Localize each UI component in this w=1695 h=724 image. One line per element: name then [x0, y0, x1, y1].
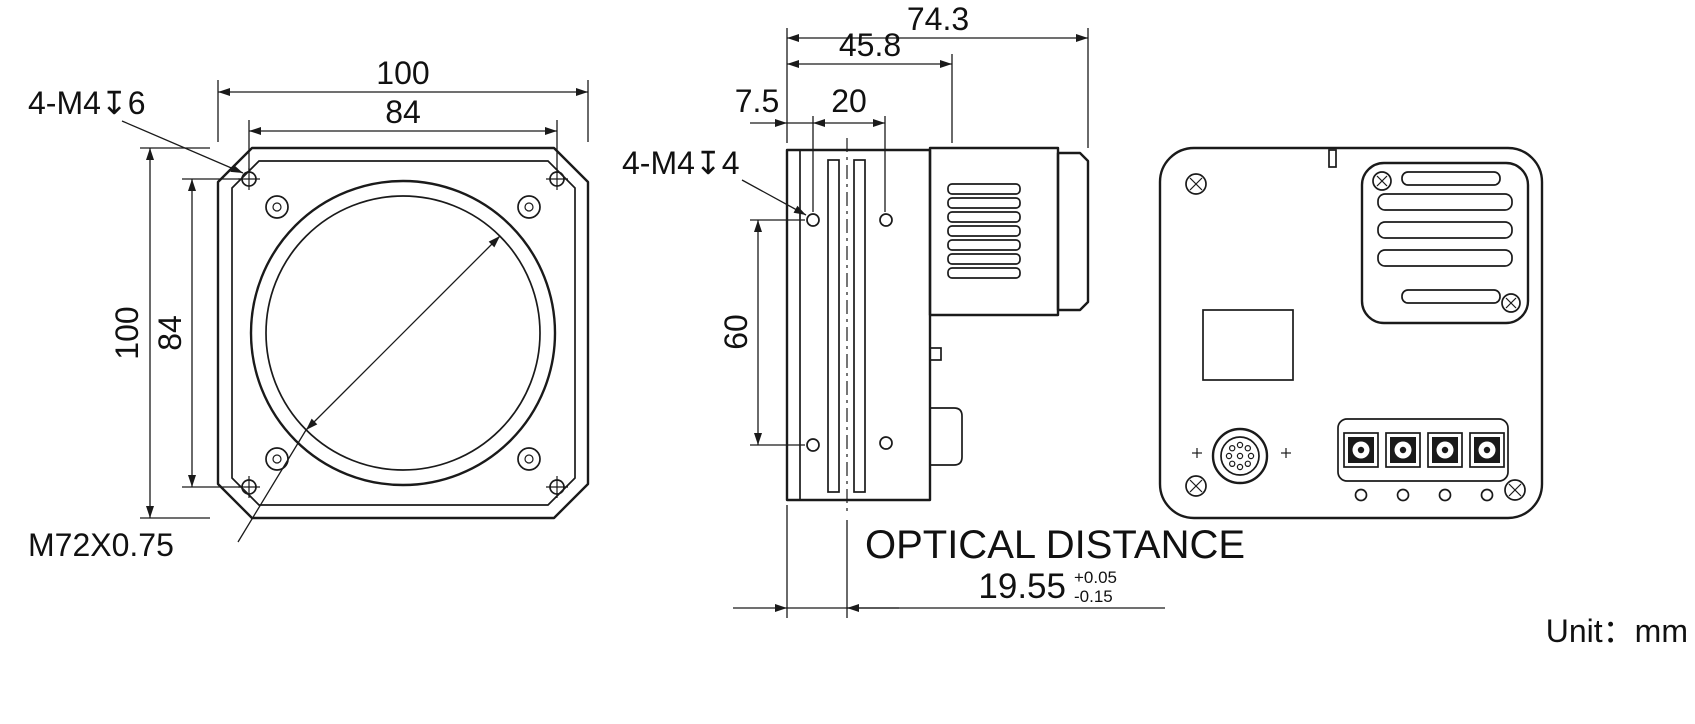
screw-head	[1501, 293, 1521, 313]
optical-distance-tol-lower: -0.15	[1074, 587, 1113, 606]
side-flange-strip	[853, 159, 866, 493]
dim-label-60: 60	[718, 314, 754, 350]
screw-head	[265, 447, 289, 471]
led-indicator	[1396, 488, 1410, 502]
dim-label-width-84: 84	[385, 94, 421, 130]
side-connector-bump	[930, 407, 963, 466]
vent-grille	[1360, 161, 1530, 325]
vent-slot	[1377, 221, 1513, 239]
screw-head	[1185, 173, 1207, 195]
side-thread-note: 4-M4↧4	[622, 145, 807, 216]
front-dim-height-84: 84	[152, 178, 240, 488]
side-dim-depth-total: 74.3	[786, 1, 1089, 148]
side-dim-front-offsets: 7.5 20	[735, 83, 886, 212]
dim-label-width-100: 100	[376, 55, 429, 91]
front-view: 100 84 100 84 4-M4↧6 M72X0.	[28, 55, 590, 563]
front-body-outline	[216, 146, 590, 520]
dim-label-7-5: 7.5	[735, 83, 779, 119]
lens-mount-note-label: M72X0.75	[28, 527, 174, 563]
mounting-hole	[879, 436, 893, 450]
side-rear-cap	[1056, 151, 1090, 312]
dim-label-74-3: 74.3	[907, 1, 969, 37]
rear-body-outline	[1158, 146, 1544, 520]
coax-connector	[1427, 432, 1463, 468]
coax-connector-block	[1337, 418, 1509, 502]
side-flange-strip	[827, 159, 840, 493]
screw-head	[265, 195, 289, 219]
side-mounting-holes	[806, 213, 893, 452]
dim-label-20: 20	[831, 83, 867, 119]
lens-diameter-leader	[237, 235, 501, 543]
vent-slot	[1401, 289, 1501, 304]
dim-label-height-100: 100	[109, 306, 145, 359]
side-dim-hole-spacing: 60	[718, 219, 805, 446]
center-mark	[1192, 448, 1291, 458]
connector-block-outline	[1337, 418, 1509, 482]
rear-view	[1158, 146, 1544, 520]
side-rear-block	[928, 146, 1060, 317]
screw-head	[1372, 171, 1392, 191]
led-indicator	[1438, 488, 1452, 502]
status-leds	[1354, 488, 1494, 502]
optical-distance-dim: OPTICAL DISTANCE 19.55 +0.05 -0.15	[733, 505, 1245, 618]
side-view: 74.3 45.8 7.5 20 60 4-M4↧4	[622, 1, 1245, 618]
vent-slot	[1377, 193, 1513, 211]
optical-distance-tol-upper: +0.05	[1074, 568, 1117, 587]
led-indicator	[1354, 488, 1368, 502]
vent-slot	[1401, 171, 1501, 186]
power-connector-outer-ring	[1211, 427, 1269, 485]
optical-distance-label: OPTICAL DISTANCE	[865, 523, 1245, 567]
led-indicator	[1480, 488, 1494, 502]
power-connector-inner-ring	[1220, 436, 1260, 476]
screw-head	[517, 447, 541, 471]
mounting-hole	[806, 438, 820, 452]
mounting-hole	[879, 213, 893, 227]
screw-head	[517, 195, 541, 219]
thread-note-label: 4-M4↧4	[622, 145, 740, 181]
dim-label-45-8: 45.8	[839, 27, 901, 63]
front-mounting-holes	[238, 168, 568, 498]
power-connector	[1192, 427, 1291, 485]
thread-note-label: 4-M4↧6	[28, 85, 146, 121]
coax-connector	[1469, 432, 1505, 468]
lens-mount-outer-circle	[249, 179, 557, 487]
mounting-hole	[806, 213, 820, 227]
front-thread-note: 4-M4↧6	[28, 85, 244, 174]
optical-distance-value: 19.55	[978, 567, 1066, 606]
coax-connector	[1343, 432, 1379, 468]
screw-head	[1504, 479, 1526, 501]
lens-mount-inner-circle	[265, 195, 541, 471]
side-small-notch	[929, 347, 942, 361]
vent-grille-panel	[1360, 161, 1530, 325]
front-dim-width-84: 84	[248, 94, 558, 170]
front-dim-width-100: 100	[217, 55, 589, 142]
screw-head	[1185, 475, 1207, 497]
front-plate-screws	[265, 195, 541, 471]
vent-slot	[1377, 249, 1513, 267]
rear-top-slot	[1328, 149, 1337, 168]
side-front-body	[785, 148, 932, 502]
coax-connector	[1385, 432, 1421, 468]
front-dim-height-100: 100	[109, 147, 210, 519]
rear-label-plate	[1202, 309, 1294, 381]
dim-label-height-84: 84	[152, 315, 188, 351]
heatsink-fins	[947, 183, 1021, 279]
side-dim-depth-body: 45.8	[787, 27, 953, 143]
unit-label: Unit：mm	[1546, 613, 1688, 649]
rear-corner-screws	[1185, 173, 1526, 501]
